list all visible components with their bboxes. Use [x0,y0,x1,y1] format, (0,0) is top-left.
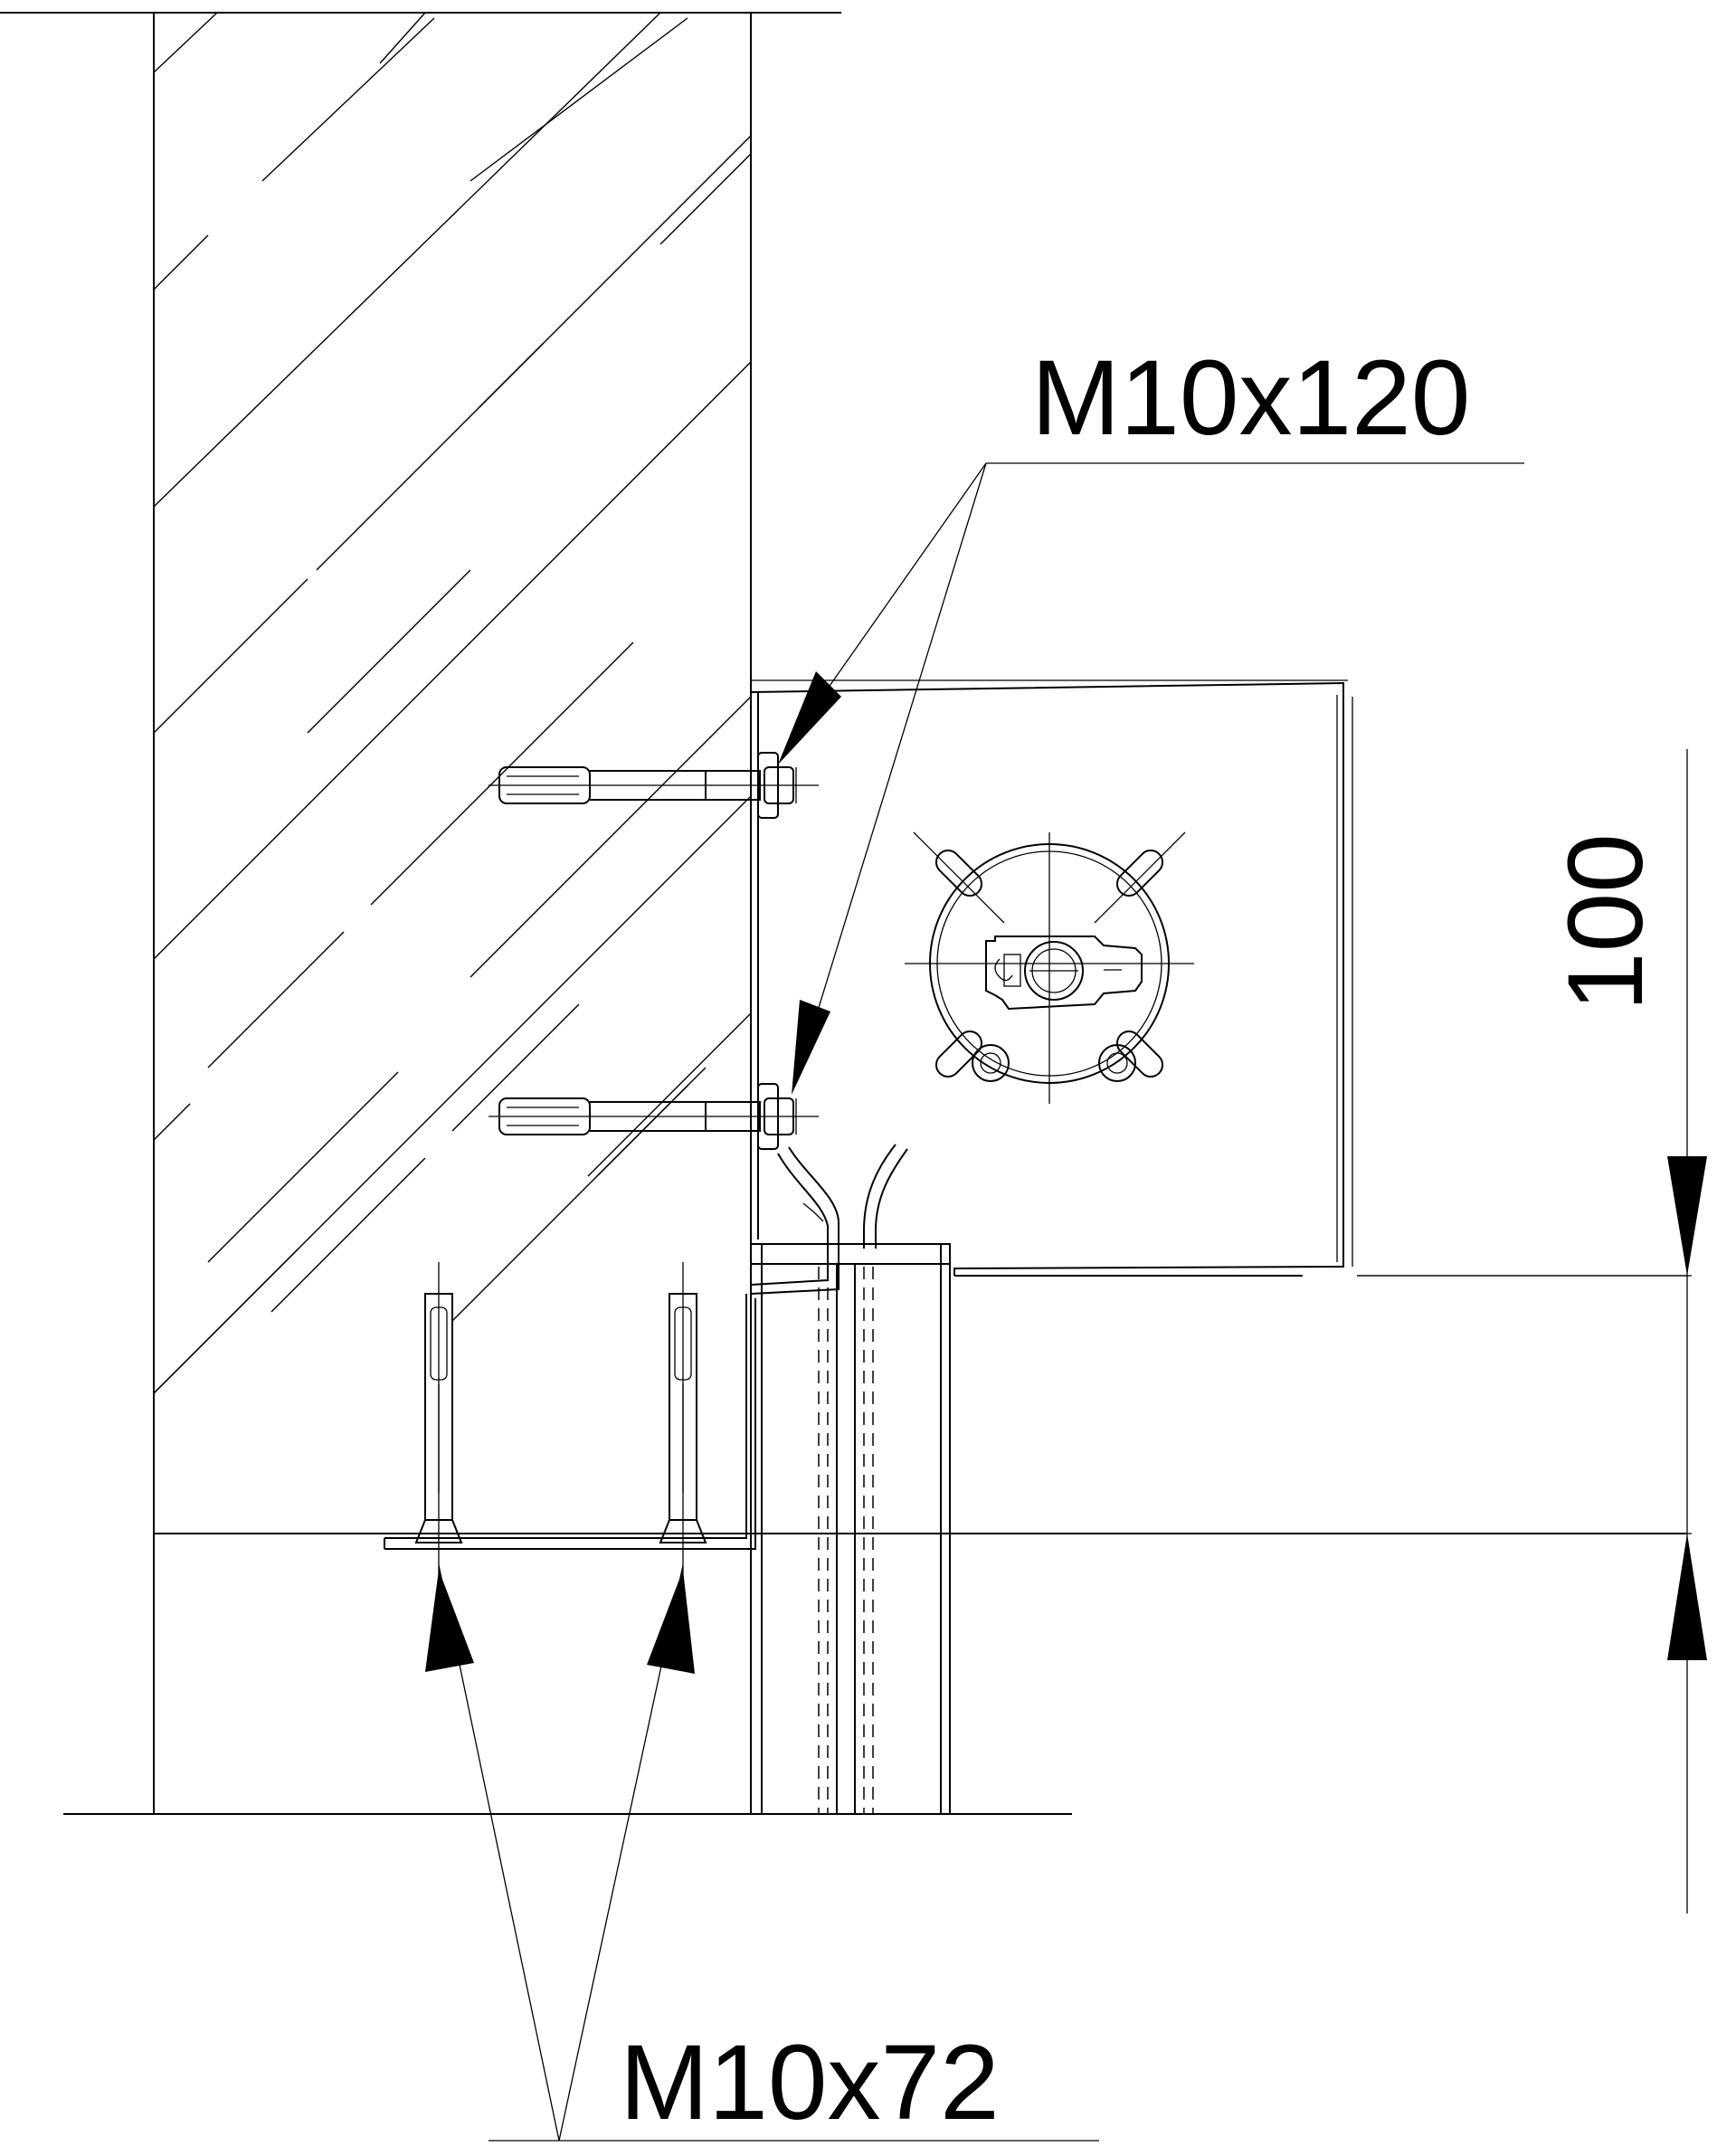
label-m10x72: M10x72 [620,2023,1000,2142]
concrete-hatching [153,12,752,1394]
label-m10x120: M10x120 [1031,338,1470,458]
leader-upper [778,462,1524,1095]
bent-clips [750,1144,908,1295]
dimension-100 [1357,749,1707,1914]
label-dimension-100: 100 [1546,833,1665,1012]
floor-anchor-left [414,1262,463,1574]
floor-anchor-right [659,1262,707,1574]
upper-anchor-bolt [489,752,819,819]
base-angle-plate [384,1294,756,1550]
rail-channels [750,1243,951,1814]
pipe-clamp [905,831,1194,1104]
lower-anchor-bolt [489,1083,819,1150]
bracket-plate [750,679,1687,1277]
concrete-wall [0,12,1687,1815]
leader-lower [425,1564,1099,2142]
